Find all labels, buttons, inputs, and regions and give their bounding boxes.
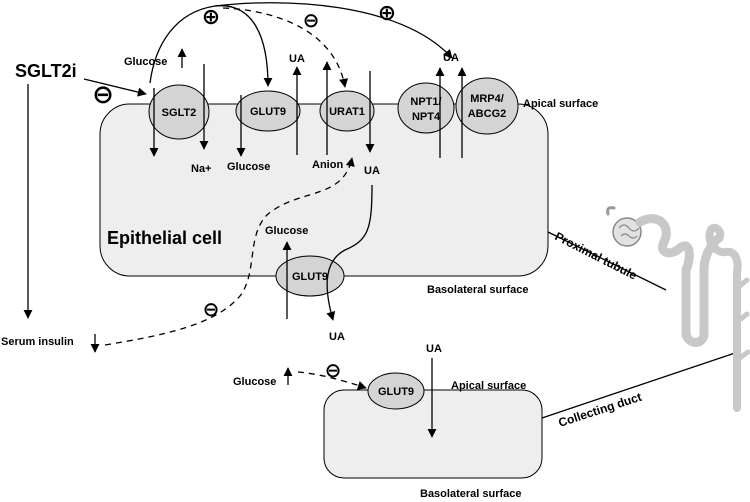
connector-proximal-tubule (547, 231, 667, 291)
mrp4-label-line2: ABCG2 (468, 108, 507, 120)
glucose-in-label: Glucose (227, 161, 270, 173)
npt-label-line2: NPT4 (412, 111, 441, 123)
arrow-glucose-inhibit-duct (297, 371, 367, 390)
mrp4-label-line1: MRP4/ (470, 93, 504, 105)
na-label: Na+ (191, 163, 212, 175)
sglt2-transporter (148, 84, 210, 140)
sglt2i-label: SGLT2i (15, 61, 77, 81)
sglt2-label: SGLT2 (162, 107, 197, 119)
anion-label: Anion (312, 159, 343, 171)
ua-duct-label: UA (426, 343, 442, 355)
serum-insulin-label: Serum insulin (1, 336, 74, 348)
collecting-duct-cell (323, 389, 543, 479)
npt-label-line1: NPT1/ (410, 96, 441, 108)
plus-sign-1: ⊕ (202, 4, 220, 29)
connector-collecting-duct (541, 352, 736, 419)
glut9-apical-transporter (235, 90, 301, 132)
minus-sign-sglt2i: ⊖ (92, 79, 114, 109)
ua-glut9-label: UA (289, 53, 305, 65)
plus-sign-2: ⊕ (378, 0, 396, 25)
mrp4-transporter (455, 77, 519, 135)
glucose-baso-label: Glucose (265, 225, 308, 237)
ua-baso-label: UA (329, 331, 345, 343)
apical-surface-duct-label: Apical surface (451, 380, 526, 392)
basolateral-surface-duct-label: Basolateral surface (420, 488, 522, 500)
arrow-inhibit-urat1 (222, 7, 349, 88)
glucose-duct-label: Glucose (233, 376, 276, 388)
nephron-illustration (606, 206, 750, 412)
collecting-duct-label: Collecting duct (557, 390, 644, 430)
basolateral-surface-top-label: Basolateral surface (427, 284, 529, 296)
urat1-label: URAT1 (329, 106, 365, 118)
glucose-top-label: Glucose (124, 56, 167, 68)
minus-sign-duct: ⊖ (325, 360, 342, 382)
arrow-sglt2i-to-sglt2 (83, 78, 147, 97)
glut9-duct-label: GLUT9 (378, 386, 414, 398)
apical-surface-top-label: Apical surface (523, 98, 598, 110)
ua-cell-label: UA (364, 165, 380, 177)
arrow-insulin-to-urat1 (104, 157, 355, 346)
ua-apical-efflux-label: UA (443, 52, 459, 64)
glut9-apical-label: GLUT9 (250, 106, 286, 118)
epithelial-cell-label: Epithelial cell (107, 228, 222, 248)
minus-sign-insulin: ⊖ (203, 299, 220, 321)
npt-transporter (397, 82, 455, 134)
glut9-basolateral-label: GLUT9 (292, 271, 328, 283)
glut9-duct-transporter (367, 372, 425, 410)
minus-sign-1: ⊖ (303, 10, 320, 32)
arrow-baso-ua-out (326, 184, 373, 321)
urat1-transporter (319, 90, 375, 132)
arrow-to-apical-ua (214, 2, 453, 59)
